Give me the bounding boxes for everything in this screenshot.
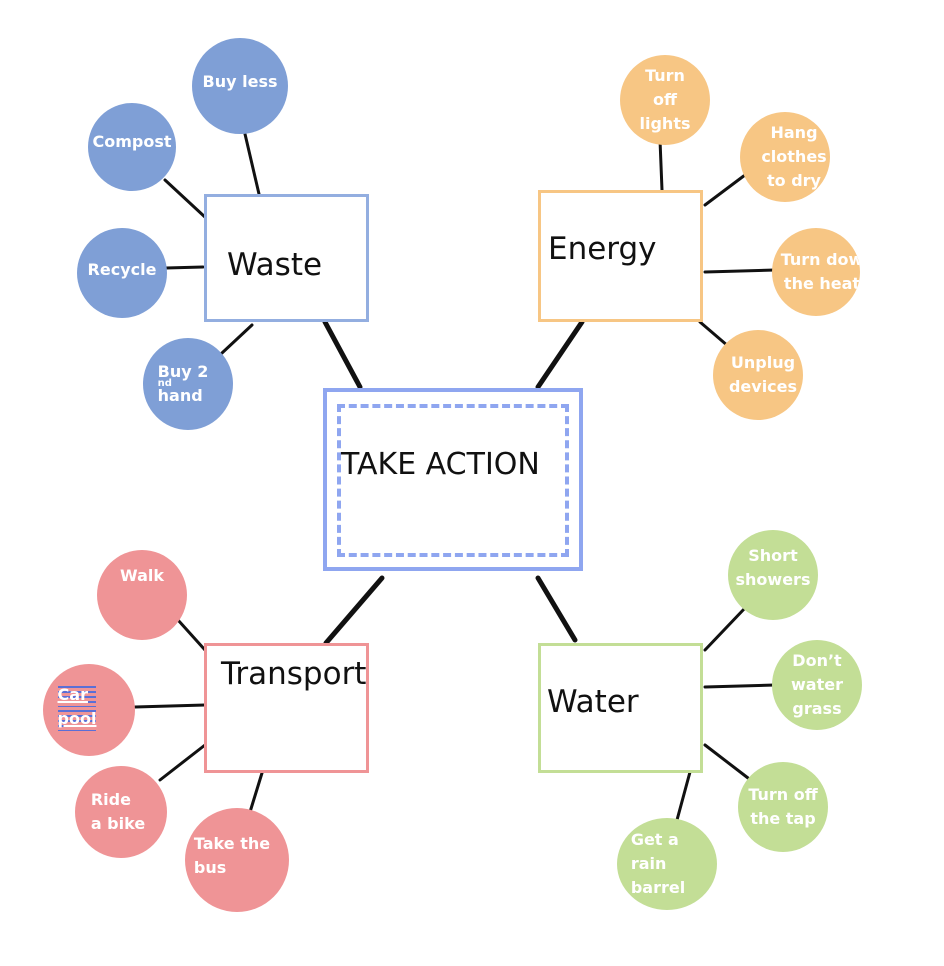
bubble-buy-less-text: Buy less bbox=[202, 72, 278, 91]
link-water-tap bbox=[703, 743, 750, 780]
take-action-box: TAKE ACTION bbox=[323, 388, 583, 571]
link-energy-unplug bbox=[698, 320, 730, 348]
link-waste-compost bbox=[163, 178, 208, 220]
link-transport-bike bbox=[158, 743, 207, 782]
bubble-walk: Walk bbox=[97, 550, 187, 640]
link-waste-buy-2nd bbox=[220, 323, 254, 355]
bubble-recycle: Recycle bbox=[77, 228, 167, 318]
link-waste-buy-less bbox=[243, 132, 261, 196]
waste-box: Waste bbox=[204, 194, 369, 322]
energy-box: Energy bbox=[538, 190, 703, 322]
take-action-label: TAKE ACTION bbox=[341, 447, 540, 482]
bubble-buy-less: Buy less bbox=[192, 38, 288, 134]
transport-box: Transport bbox=[204, 643, 369, 773]
link-center-transport bbox=[323, 575, 385, 646]
link-energy-lights bbox=[658, 138, 664, 192]
water-box: Water bbox=[538, 643, 703, 773]
bubble-buy-2nd-hand-line2: hand bbox=[157, 386, 203, 405]
waste-label: Waste bbox=[227, 247, 323, 283]
link-water-grass bbox=[703, 683, 777, 689]
bubble-compost: Compost bbox=[88, 103, 176, 191]
bubble-walk-text: Walk bbox=[120, 566, 164, 585]
energy-label: Energy bbox=[548, 231, 657, 267]
bubble-compost-text: Compost bbox=[92, 132, 172, 151]
link-transport-carpool bbox=[133, 703, 207, 709]
take-action-dashed-border bbox=[337, 404, 569, 557]
link-center-waste bbox=[322, 319, 363, 390]
link-transport-walk bbox=[176, 618, 207, 652]
link-center-energy bbox=[535, 319, 585, 390]
bubble-car-pool: Car pool bbox=[43, 664, 135, 756]
link-energy-heat bbox=[703, 268, 777, 274]
link-center-water bbox=[535, 575, 578, 643]
link-water-showers bbox=[703, 606, 747, 652]
bubble-recycle-text: Recycle bbox=[87, 260, 157, 279]
link-water-barrel bbox=[675, 770, 692, 822]
water-label: Water bbox=[547, 684, 639, 720]
transport-label: Transport bbox=[221, 656, 367, 692]
link-transport-bus bbox=[248, 771, 264, 814]
link-energy-clothes bbox=[703, 173, 747, 207]
link-waste-recycle bbox=[164, 265, 205, 270]
